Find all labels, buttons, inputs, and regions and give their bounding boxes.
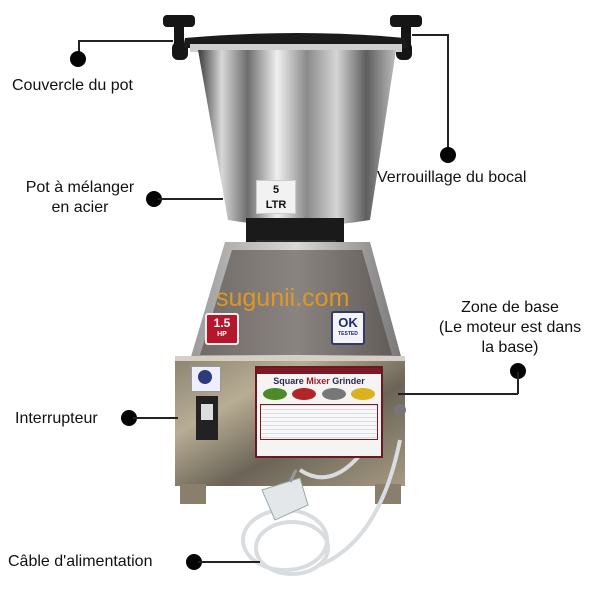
jar-lock-leader-vertical [447,34,449,149]
label-switch: Interrupteur [15,410,98,427]
spice-image [351,388,376,400]
label-lid: Couvercle du pot [12,77,133,94]
motor-power-value: 1.5 [213,316,231,330]
watermark: sugunii.com [216,284,350,312]
jar-capacity-tag: 5 LTR [256,180,296,214]
tested-badge-main: OK [338,315,358,330]
power-cable-marker-dot [186,554,202,570]
jar-capacity-value: 5 [272,184,280,196]
grain-image [321,388,346,400]
motor-power-unit: HP [217,331,227,338]
label-base-zone: Zone de base (Le moteur est dans la base… [438,299,582,356]
lid-marker-dot [70,51,86,67]
label-jar-lock: Verrouillage du bocal [377,169,527,186]
motor-power-badge: 1.5 HP [205,313,239,345]
certification-seal-icon [198,370,212,384]
power-switch [196,396,218,440]
switch-toggle [201,404,213,420]
tested-badge: OK TESTED [331,311,365,345]
tested-badge-sub: TESTED [338,331,358,337]
steel-jar-leader [158,198,223,200]
label-power-cable: Câble d'alimentation [8,553,153,570]
greens-image [262,388,287,400]
label-steel-jar: Pot à mélanger en acier [25,179,135,216]
chili-image [292,388,317,400]
lid-knob-left [163,15,195,60]
switch-marker-dot [121,410,137,426]
spec-table [260,404,378,440]
spec-panel-header [257,368,381,374]
base-leader-vertical [517,372,519,394]
spec-panel-food-images [260,388,378,400]
base-marker-dot [510,363,526,379]
certification-logo [191,366,221,392]
lid-leader-vertical [78,40,80,60]
jar-capacity-unit: LTR [265,199,287,211]
jar-lock-leader-horizontal [412,34,448,36]
power-cable-leader [198,561,260,563]
spec-panel-title: Square Mixer Grinder [273,376,365,386]
steel-jar-marker-dot [146,191,162,207]
base-leader-horizontal [398,393,518,395]
spec-panel: Square Mixer Grinder [255,366,383,458]
switch-leader [133,417,178,419]
jar-lock-marker-dot [440,147,456,163]
lid-leader-horizontal [78,40,173,42]
